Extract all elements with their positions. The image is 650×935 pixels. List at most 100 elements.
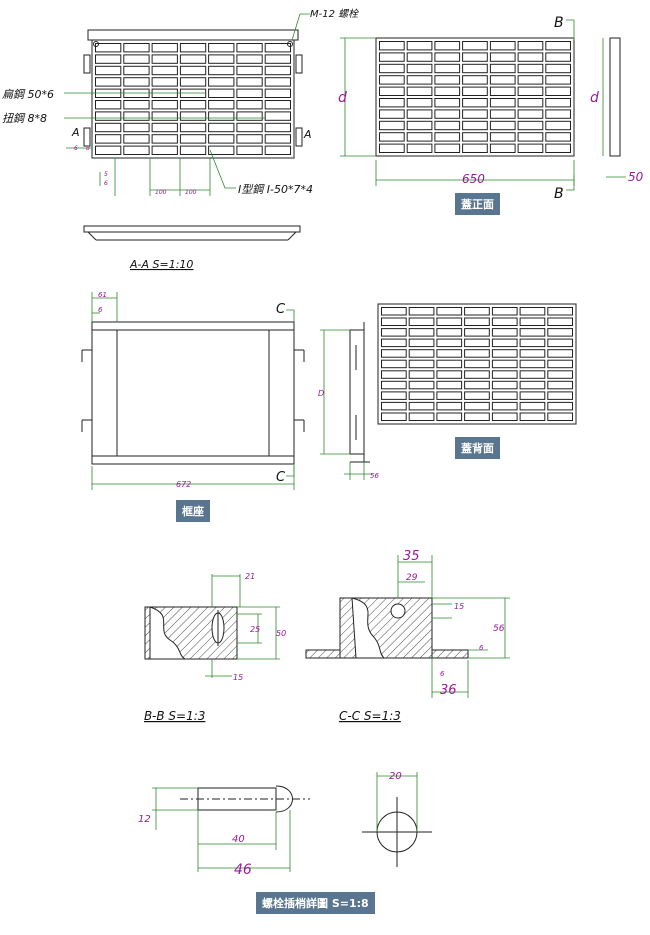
grating-cell bbox=[208, 111, 235, 121]
grating-cell bbox=[491, 359, 518, 369]
grating-cell bbox=[408, 307, 435, 316]
grating-cell bbox=[545, 98, 571, 108]
grating-cell bbox=[379, 52, 405, 62]
grating-cell bbox=[489, 120, 516, 131]
i-beam-label: I型鋼 I-50*7*4 bbox=[238, 183, 313, 196]
grating-cell bbox=[208, 145, 235, 156]
grating-cell bbox=[123, 65, 150, 76]
grating-cell bbox=[379, 109, 405, 119]
grating-cell bbox=[464, 380, 490, 390]
grating-cell bbox=[406, 52, 433, 62]
grating-cell bbox=[519, 328, 546, 337]
grating-cell bbox=[379, 143, 405, 154]
grating-cell bbox=[547, 349, 573, 358]
grating-cell bbox=[517, 98, 544, 108]
grating-cell bbox=[151, 77, 178, 87]
grating-cell bbox=[264, 54, 292, 64]
grating-cell bbox=[179, 145, 207, 156]
bolt-dim-46: 46 bbox=[234, 862, 252, 878]
grating-cell bbox=[264, 100, 292, 110]
grating-cell bbox=[406, 41, 433, 51]
grating-cell bbox=[462, 132, 488, 142]
frame-dims bbox=[91, 292, 295, 490]
grating-cell bbox=[434, 63, 461, 74]
dim-small-8: 8 bbox=[86, 145, 90, 152]
bolt-end-view bbox=[362, 797, 432, 867]
grating-cell bbox=[408, 380, 435, 390]
frame-side-view bbox=[349, 322, 370, 463]
cc-dim-29: 29 bbox=[406, 573, 418, 583]
grating-cell bbox=[95, 77, 122, 87]
grating-cell bbox=[434, 132, 461, 142]
grating-cell bbox=[547, 307, 573, 316]
grating-cell bbox=[434, 143, 461, 154]
grating-cell bbox=[462, 63, 488, 74]
grating-cell bbox=[462, 41, 488, 51]
grating-cell bbox=[489, 63, 516, 74]
grating-cell bbox=[491, 380, 518, 390]
grating-cell bbox=[464, 317, 490, 326]
grating-cell bbox=[123, 122, 150, 133]
grating-cell bbox=[464, 338, 490, 348]
section-cc-drawing bbox=[305, 597, 469, 659]
grating-cell bbox=[264, 111, 292, 121]
grating-cell bbox=[436, 338, 463, 348]
grating-cell bbox=[406, 63, 433, 74]
grating-cell bbox=[519, 370, 546, 379]
cover-dim-650: 650 bbox=[462, 172, 485, 186]
bb-dim-21: 21 bbox=[245, 572, 255, 581]
grating-cell bbox=[381, 380, 407, 390]
grating-cell bbox=[545, 75, 571, 85]
grating-cell bbox=[436, 359, 463, 369]
grating-cell bbox=[236, 54, 263, 64]
section-bb-label: B-B S=1:3 bbox=[144, 709, 205, 723]
grating-cell bbox=[179, 111, 207, 121]
grating-cell bbox=[545, 86, 571, 96]
grating-cell bbox=[519, 338, 546, 348]
section-cc-dims bbox=[397, 555, 510, 698]
grating-cell bbox=[379, 86, 405, 96]
grating-cell bbox=[95, 65, 122, 76]
grating-cell bbox=[381, 391, 407, 400]
grating-cell bbox=[208, 54, 235, 64]
grating-cell bbox=[408, 328, 435, 337]
frame-dim-61: 61 bbox=[98, 291, 107, 299]
grating-cell bbox=[123, 54, 150, 64]
grating-cell bbox=[517, 52, 544, 62]
grating-cell bbox=[381, 328, 407, 337]
grating-cell bbox=[491, 412, 518, 421]
grating-cell bbox=[545, 109, 571, 119]
grating-cell bbox=[123, 134, 150, 144]
grating-cell bbox=[489, 52, 516, 62]
grating-cell bbox=[151, 111, 178, 121]
grating-cell bbox=[236, 88, 263, 98]
grating-cell bbox=[123, 43, 150, 53]
grating-cell bbox=[434, 120, 461, 131]
grating-cell bbox=[408, 317, 435, 326]
section-mark-c-bottom: C bbox=[276, 470, 286, 485]
cover-front-view bbox=[375, 37, 621, 157]
grating-cell bbox=[464, 359, 490, 369]
cc-dim-6a: 6 bbox=[479, 644, 484, 652]
grating-cell bbox=[491, 307, 518, 316]
grating-cell bbox=[379, 132, 405, 142]
grating-cell bbox=[464, 391, 490, 400]
grating-cell bbox=[406, 132, 433, 142]
bb-dim-50: 50 bbox=[276, 629, 286, 638]
grating-cell bbox=[123, 100, 150, 110]
grating-cell bbox=[517, 143, 544, 154]
grating-cell bbox=[151, 54, 178, 64]
grating-cell bbox=[406, 143, 433, 154]
grating-cell bbox=[434, 86, 461, 96]
grating-cell bbox=[379, 75, 405, 85]
grating-cell bbox=[464, 370, 490, 379]
grating-cell bbox=[462, 98, 488, 108]
grating-cell bbox=[381, 307, 407, 316]
grating-cell bbox=[519, 401, 546, 411]
grating-cell bbox=[151, 145, 178, 156]
grating-cell bbox=[379, 120, 405, 131]
grating-cell bbox=[408, 359, 435, 369]
grating-cell bbox=[547, 391, 573, 400]
bb-dim-15: 15 bbox=[233, 673, 243, 682]
